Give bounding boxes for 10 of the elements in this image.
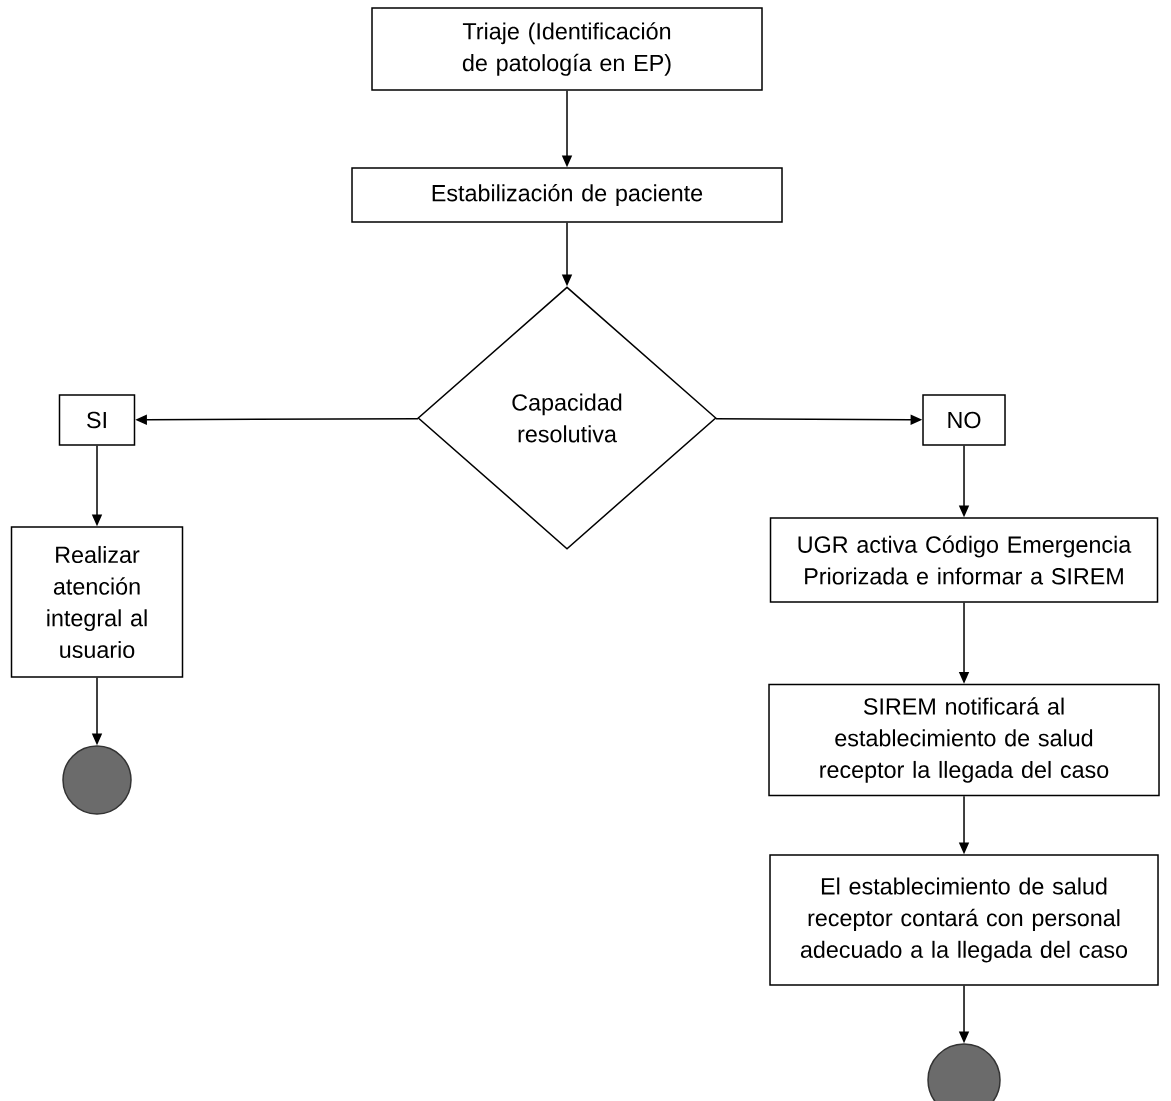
process-box: UGR activa Código Emergencia Priorizada e informar a SIREM bbox=[769, 517, 1159, 603]
process-box: Estabilización de paciente bbox=[351, 167, 783, 223]
end-circle bbox=[62, 745, 132, 815]
process-box: Triaje (Identificación de patología en EP) bbox=[371, 7, 763, 91]
process-box: Realizar atención integral al usuario bbox=[10, 526, 184, 678]
process-box: SI bbox=[58, 394, 136, 446]
end-circle bbox=[927, 1043, 1001, 1101]
process-box: SIREM notificará al establecimiento de salud receptor la llegada del caso bbox=[768, 683, 1160, 797]
process-box: NO bbox=[922, 394, 1006, 446]
process-box: El establecimiento de salud receptor contará con personal adecuado a la llegada del caso bbox=[769, 854, 1159, 986]
